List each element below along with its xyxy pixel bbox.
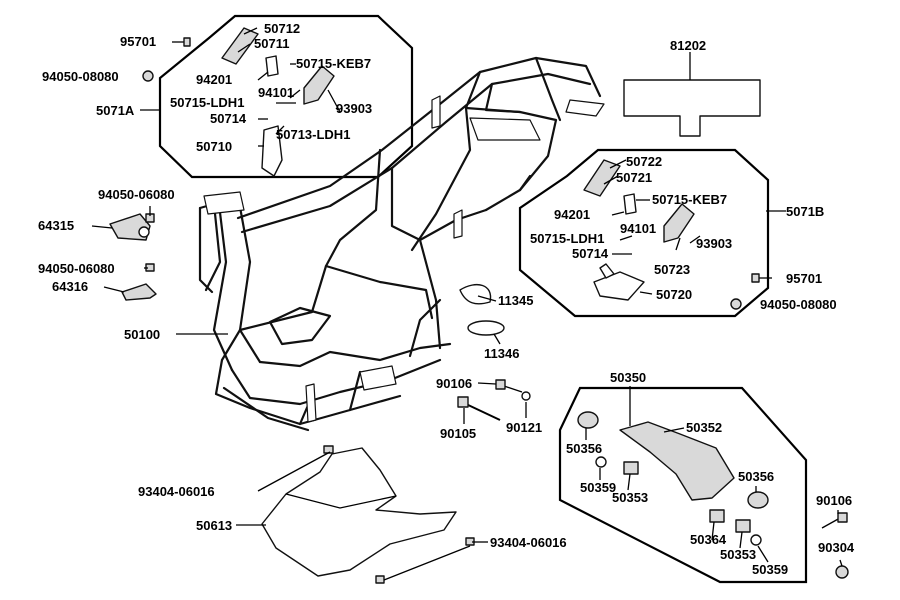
- part-50723-drawing: [663, 203, 695, 243]
- label-50714-b: 50714: [572, 246, 609, 261]
- label-50720: 50720: [656, 287, 692, 302]
- group-box-50350: [558, 386, 808, 584]
- group-box-5071b: [518, 148, 770, 318]
- label-64316: 64316: [52, 279, 88, 294]
- bolt-90106-a-drawing: [495, 379, 523, 393]
- label-50723: 50723: [654, 262, 690, 277]
- label-90106-b: 90106: [816, 493, 852, 508]
- link-50352-drawing: [619, 421, 735, 501]
- label-50710: 50710: [196, 139, 232, 154]
- label-94050-06080-a: 94050-06080: [98, 187, 175, 202]
- label-50715-keb7-b: 50715-KEB7: [652, 192, 727, 207]
- collar-50353-b-drawing: [735, 519, 751, 533]
- label-50715-ldh1-b: 50715-LDH1: [530, 231, 604, 246]
- part-81202-drawing: [623, 79, 761, 137]
- collar-50353-a-drawing: [623, 461, 639, 475]
- screw-93404-06016-a-drawing: [323, 445, 334, 454]
- floor-panel-50613-drawing: [261, 447, 457, 577]
- label-11346: 11346: [484, 346, 519, 361]
- label-50715-ldh1-a: 50715-LDH1: [170, 95, 244, 110]
- washer-50359-b-drawing: [750, 534, 762, 546]
- label-94050-08080-a: 94050-08080: [42, 69, 119, 84]
- duct-11345-drawing: [459, 283, 492, 305]
- part-50710-drawing: [261, 125, 283, 177]
- label-93903-a: 93903: [336, 101, 372, 116]
- label-95701-a: 95701: [120, 34, 156, 49]
- bolt-90106-b-drawing: [821, 512, 848, 529]
- label-50722: 50722: [626, 154, 662, 169]
- label-50713-ldh1: 50713-LDH1: [276, 127, 350, 142]
- label-50350: 50350: [610, 370, 646, 385]
- label-64315: 64315: [38, 218, 74, 233]
- clamp-11346-drawing: [467, 320, 505, 336]
- label-50359-a: 50359: [580, 480, 616, 495]
- label-50714-a: 50714: [210, 111, 247, 126]
- bolt-95701-a-drawing: [172, 37, 191, 47]
- label-50712: 50712: [264, 21, 300, 36]
- label-5071a: 5071A: [96, 103, 135, 118]
- label-50613: 50613: [196, 518, 232, 533]
- label-94050-08080-b: 94050-08080: [760, 297, 837, 312]
- bushing-50356-b-drawing: [747, 491, 769, 509]
- screw-93404-06016-c-drawing: [375, 575, 385, 584]
- label-90105: 90105: [440, 426, 476, 441]
- spring-93903-a-drawing: [327, 89, 341, 113]
- part-50722-drawing: [583, 159, 621, 197]
- label-94201-b: 94201: [554, 207, 590, 222]
- label-50353-a: 50353: [612, 490, 648, 505]
- label-94050-06080-b: 94050-06080: [38, 261, 115, 276]
- part-94201-b-drawing: [623, 193, 637, 215]
- label-50353-b: 50353: [720, 547, 756, 562]
- part-50720-drawing: [593, 271, 645, 301]
- label-94101-a: 94101: [258, 85, 294, 100]
- nut-90304-drawing: [835, 565, 849, 579]
- label-93903-b: 93903: [696, 236, 732, 251]
- bracket-64316-drawing: [121, 283, 157, 301]
- label-50721: 50721: [616, 170, 652, 185]
- label-50352: 50352: [686, 420, 722, 435]
- group-box-5071a: [158, 14, 414, 179]
- label-95701-b: 95701: [786, 271, 822, 286]
- label-50356-a: 50356: [566, 441, 602, 456]
- bushing-50356-a-drawing: [577, 411, 599, 429]
- part-50712-drawing: [221, 27, 259, 65]
- part-94201-a-drawing: [265, 55, 279, 77]
- label-90121: 90121: [506, 420, 542, 435]
- label-90304: 90304: [818, 540, 855, 555]
- nut-94050-08080-a-drawing: [142, 70, 154, 82]
- frame-assembly: [198, 56, 605, 432]
- bolt-90105-drawing: [457, 396, 501, 421]
- bolt-95701-b-drawing: [751, 273, 772, 283]
- washer-50359-a-drawing: [595, 456, 607, 468]
- collar-50364-drawing: [709, 509, 725, 523]
- part-50714-b-drawing: [599, 263, 615, 279]
- label-93404-06016-b: 93404-06016: [490, 535, 567, 550]
- bracket-64315-drawing: [109, 213, 151, 241]
- nut-94050-08080-b-drawing: [730, 298, 742, 310]
- part-labels: 50712 50711 95701 94050-08080 94201 5071…: [38, 21, 855, 577]
- label-81202: 81202: [670, 38, 706, 53]
- label-90106-a: 90106: [436, 376, 472, 391]
- label-50715-keb7-a: 50715-KEB7: [296, 56, 371, 71]
- label-50356-b: 50356: [738, 469, 774, 484]
- label-50711: 50711: [254, 36, 289, 51]
- leader-lines: [91, 27, 843, 581]
- label-50359-b: 50359: [752, 562, 788, 577]
- part-50713-ldh1-drawing: [303, 65, 335, 105]
- label-94201-a: 94201: [196, 72, 232, 87]
- label-50100: 50100: [124, 327, 160, 342]
- label-11345: 11345: [498, 293, 533, 308]
- label-94101-b: 94101: [620, 221, 656, 236]
- label-5071b: 5071B: [786, 204, 824, 219]
- label-50364: 50364: [690, 532, 727, 547]
- washer-90121-drawing: [521, 391, 531, 401]
- label-93404-06016-a: 93404-06016: [138, 484, 215, 499]
